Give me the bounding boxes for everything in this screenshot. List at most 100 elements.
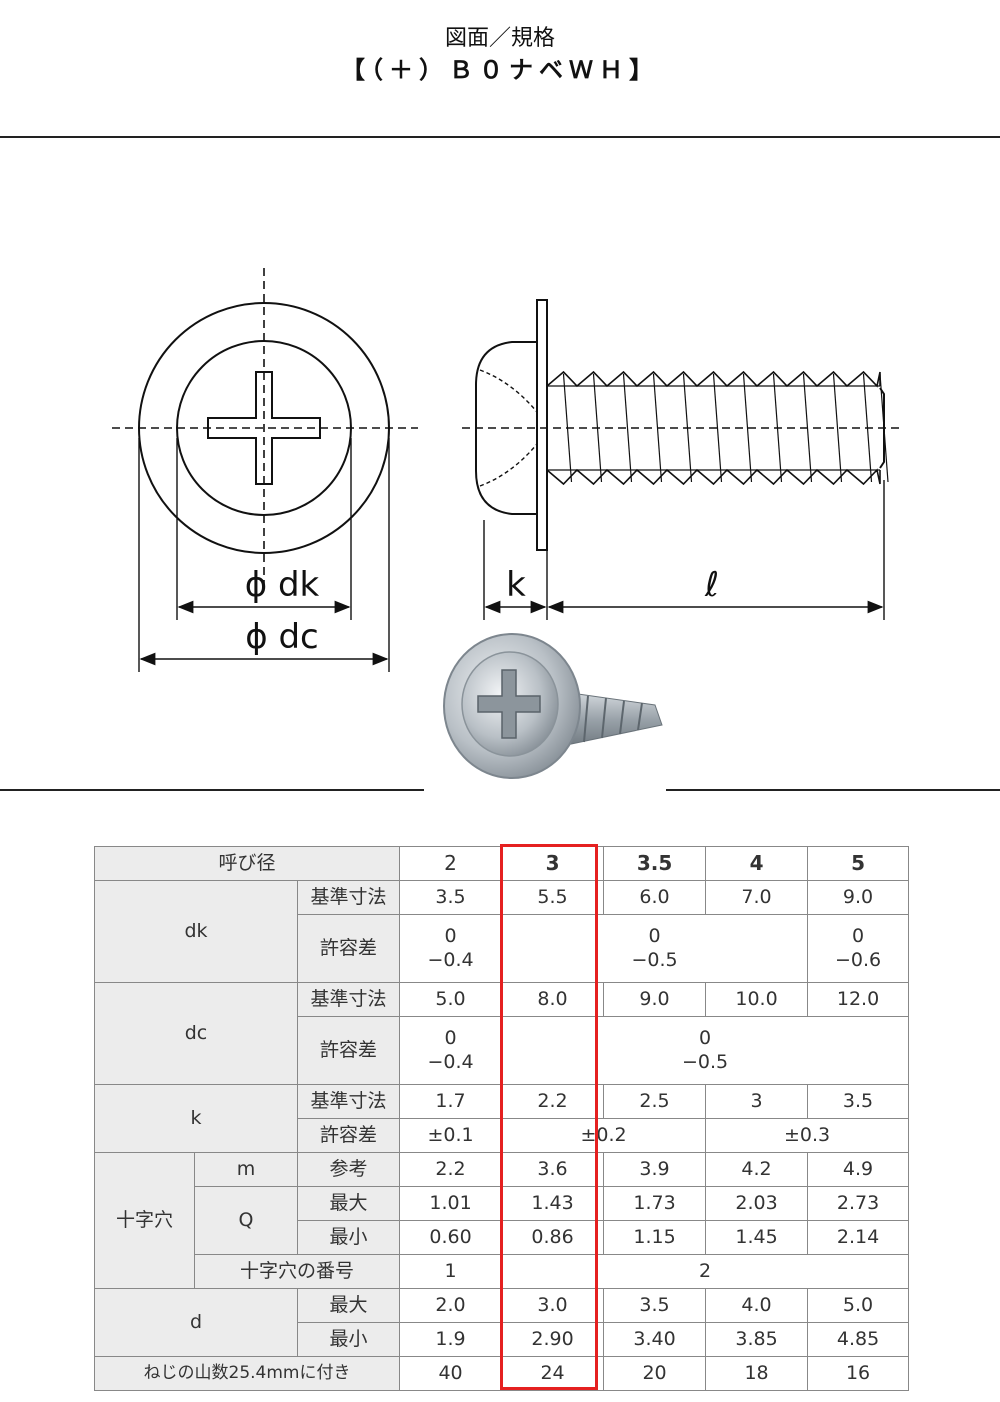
dk-base-3-5: 6.0 (603, 880, 707, 915)
threads-4: 18 (705, 1356, 809, 1391)
thread-flank (562, 373, 573, 483)
recess-no-label: 十字穴の番号 (193, 1254, 401, 1289)
table-row-dc-base: dc 基準寸法 5.0 8.0 9.0 10.0 12.0 (94, 982, 910, 1085)
threads-3: 24 (501, 1356, 605, 1391)
max-label: 最大 (296, 1186, 401, 1221)
table-row-nominal: 呼び径 2 3 3.5 4 5 (93, 846, 910, 881)
dc-tol-2: 0 −0.4 (399, 1016, 503, 1085)
dc-tol-3-5-upper: 0 (698, 1026, 712, 1049)
front-view (112, 268, 418, 672)
q-max-2: 1.01 (399, 1186, 503, 1221)
table-row-k-base: k 基準寸法 1.7 2.2 2.5 3 3.5 (94, 1084, 910, 1153)
technical-drawing: ϕ dk ϕ dc k ℓ (112, 268, 900, 672)
max-label: 最大 (296, 1288, 401, 1323)
dk-tol-5-lower: −0.6 (834, 948, 882, 971)
thread-flank (802, 373, 813, 483)
table-row-dc-tol: 許容差 0 −0.4 0 −0.5 (95, 1016, 910, 1085)
recess-hidden-line (479, 369, 538, 413)
thread-flank (772, 373, 783, 483)
m-5: 4.9 (807, 1152, 910, 1187)
d-max-3-5: 3.5 (603, 1288, 707, 1323)
q-label: Q (194, 1186, 298, 1255)
threads-5: 16 (807, 1356, 910, 1391)
size-4: 4 (705, 846, 809, 881)
d-max-4: 4.0 (705, 1288, 809, 1323)
k-base-2: 1.7 (399, 1084, 503, 1119)
product-name: 【（＋）Ｂ０ナベＷＨ】 (341, 56, 659, 84)
base-label: 基準寸法 (296, 880, 401, 915)
dk-tol-5-upper: 0 (851, 924, 865, 947)
d-label: d (94, 1288, 298, 1357)
q-max-5: 2.73 (807, 1186, 910, 1221)
thread-flank (682, 373, 693, 483)
thread-flanks (562, 373, 889, 483)
min-label: 最小 (296, 1322, 401, 1357)
thread-bottom-edge (546, 468, 881, 486)
m-3: 3.6 (501, 1152, 605, 1187)
dc-tol-2-upper: 0 (444, 1026, 457, 1049)
tol-label: 許容差 (296, 1016, 401, 1085)
threads-2: 40 (399, 1356, 503, 1391)
tol-label: 許容差 (296, 1118, 401, 1153)
thread-flank (832, 373, 843, 483)
m-4: 4.2 (705, 1152, 809, 1187)
thread-flank (712, 373, 723, 483)
q-min-5: 2.14 (807, 1220, 910, 1255)
right-divider (666, 789, 1000, 791)
size-3-5: 3.5 (603, 846, 707, 881)
dim-label-dk: ϕ dk (245, 565, 320, 605)
nominal-label: 呼び径 (93, 846, 401, 881)
dc-base-4: 10.0 (705, 982, 809, 1017)
dim-label-k: k (506, 565, 526, 605)
k-base-3-5: 2.5 (603, 1084, 707, 1119)
dc-base-2: 5.0 (399, 982, 503, 1017)
left-divider (0, 789, 424, 791)
side-view (462, 299, 900, 620)
q-min-2: 0.60 (399, 1220, 503, 1255)
dk-base-2: 3.5 (399, 880, 503, 915)
d-max-2: 2.0 (399, 1288, 503, 1323)
k-label: k (94, 1084, 298, 1153)
dc-base-5: 12.0 (807, 982, 910, 1017)
q-min-4: 1.45 (705, 1220, 809, 1255)
m-3-5: 3.9 (603, 1152, 707, 1187)
threads-3-5: 20 (603, 1356, 707, 1391)
q-max-4: 2.03 (705, 1186, 809, 1221)
d-min-4: 3.85 (705, 1322, 809, 1357)
dc-base-3: 8.0 (501, 982, 605, 1017)
table-row-m: 十字穴 m 参考 2.2 3.6 3.9 4.2 4.9 (94, 1152, 910, 1289)
dk-tol-2-upper: 0 (444, 924, 457, 947)
m-2: 2.2 (399, 1152, 503, 1187)
thread-flank (592, 373, 603, 483)
dk-base-5: 9.0 (807, 880, 910, 915)
table-row-dk-tol: 許容差 0 −0.4 0 −0.5 0 −0.6 (95, 914, 910, 983)
table-row-d-min: 最小 1.9 2.90 3.40 3.85 4.85 (95, 1322, 910, 1357)
dc-tol-3-5-lower: −0.5 (681, 1050, 729, 1073)
dk-tol-3-4-lower: −0.5 (631, 948, 678, 971)
size-5: 5 (807, 846, 910, 881)
base-label: 基準寸法 (296, 1084, 401, 1119)
k-tol-2: ±0.1 (399, 1118, 503, 1153)
d-min-3-5: 3.40 (603, 1322, 707, 1357)
ref-label: 参考 (296, 1152, 401, 1187)
thread-flank (622, 373, 633, 483)
k-base-3: 2.2 (501, 1084, 605, 1119)
table-row-q-max: Q 最大 1.01 1.43 1.73 2.03 2.73 (95, 1186, 910, 1255)
top-divider (0, 136, 1000, 138)
dk-base-4: 7.0 (705, 880, 809, 915)
dk-tol-5: 0 −0.6 (807, 914, 910, 983)
dk-tol-3-4: 0 −0.5 (501, 914, 809, 983)
thread-flank (652, 373, 663, 483)
page-title: 図面／規格 (444, 26, 555, 51)
recess-no-2: 1 (399, 1254, 503, 1289)
base-label: 基準寸法 (296, 982, 401, 1017)
thread-flank (742, 373, 753, 483)
dk-tol-2-lower: −0.4 (427, 948, 474, 971)
tol-label: 許容差 (296, 914, 401, 983)
table-row-k-tol: 許容差 ±0.1 ±0.2 ±0.3 (95, 1118, 910, 1153)
k-base-4: 3 (705, 1084, 809, 1119)
dim-label-l: ℓ (704, 565, 719, 605)
product-photo (443, 633, 663, 779)
q-max-3-5: 1.73 (603, 1186, 707, 1221)
table-row-recess-no: 十字穴の番号 1 2 (95, 1254, 910, 1289)
